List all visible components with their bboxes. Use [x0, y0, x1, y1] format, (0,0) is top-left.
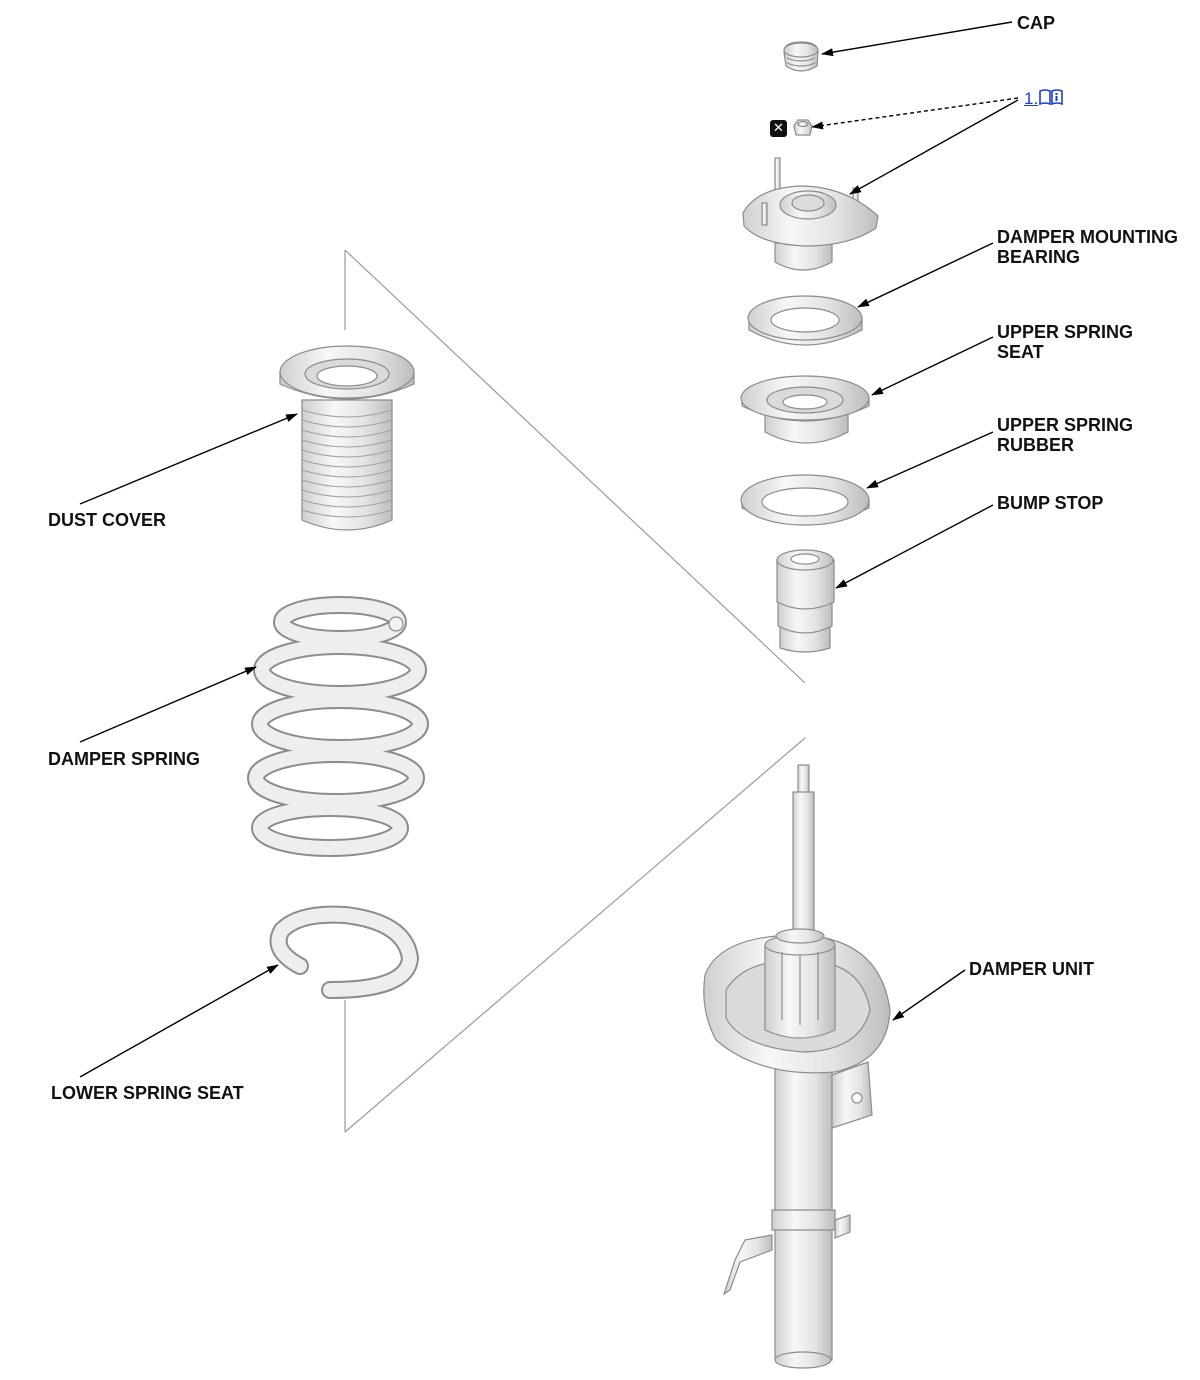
leader-lower-seat — [79, 964, 279, 1078]
damper-spring-part — [247, 596, 429, 857]
leader-damper-spring — [79, 666, 257, 743]
label-dust-cover: DUST COVER — [48, 510, 167, 530]
cap-part — [783, 41, 819, 72]
leader-upper-rubber — [866, 431, 994, 489]
leader-ref-nut — [811, 97, 1019, 130]
label-lower-spring-seat: LOWER SPRING SEAT — [51, 1083, 244, 1103]
label-upper-spring-rubber: UPPER SPRING RUBBER — [997, 415, 1134, 455]
label-bump-stop: BUMP STOP — [997, 493, 1104, 513]
bump-stop-part — [776, 549, 835, 653]
label-damper-unit: DAMPER UNIT — [969, 959, 1094, 979]
leader-cap — [821, 21, 1013, 57]
group-guide-lines — [344, 249, 806, 1133]
leader-dust-cover — [79, 413, 298, 505]
damper-mount-base-part — [742, 157, 879, 271]
replace-x-icon: ✕ — [770, 120, 787, 137]
label-upper-spring-seat: UPPER SPRING SEAT — [997, 322, 1134, 362]
leader-lines — [79, 21, 1019, 1078]
leader-upper-seat — [871, 336, 994, 396]
damper-mounting-bearing-part — [747, 295, 863, 346]
reference-link-text: 1. — [1024, 89, 1039, 108]
label-cap: CAP — [1017, 13, 1056, 33]
label-damper-mounting-bearing: DAMPER MOUNTING BEARING — [997, 227, 1178, 267]
label-damper-spring: DAMPER SPRING — [48, 749, 201, 769]
damper-unit-part — [703, 764, 891, 1369]
leader-bump-stop — [835, 504, 994, 589]
upper-spring-seat-part — [740, 375, 870, 444]
book-info-icon — [1038, 88, 1064, 111]
leader-bearing — [857, 242, 994, 308]
reference-link[interactable]: 1. — [1024, 88, 1064, 111]
upper-spring-rubber-part — [740, 474, 870, 526]
self-locking-nut-part — [793, 119, 813, 136]
dust-cover-part — [279, 345, 415, 531]
leader-damper-unit — [892, 969, 966, 1021]
lower-spring-seat-part — [269, 905, 420, 999]
leader-ref-mount — [849, 99, 1019, 195]
